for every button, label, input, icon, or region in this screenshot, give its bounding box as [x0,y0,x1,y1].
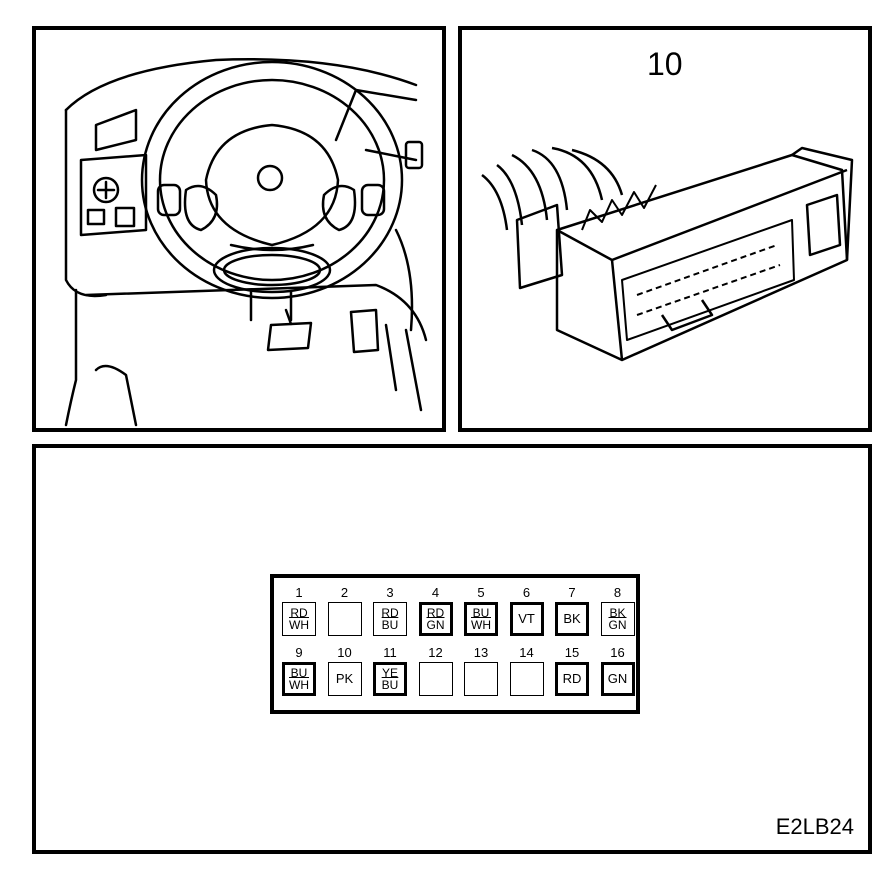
pin-wire-color [509,662,544,696]
figure-code: E2LB24 [775,814,854,839]
wire-color-code: BU [472,606,490,620]
wire-color-code: BU [290,666,308,680]
pin-number: 12 [428,645,443,660]
pin-wire-color [327,602,362,636]
pin-number: 15 [564,645,580,660]
wire-color-code: GN [608,618,627,632]
wire-color-code: RD [426,606,445,620]
pin-number: 5 [477,585,485,600]
wire-color-code: GN [607,671,628,686]
pin-wire-color: GN [600,662,635,696]
pin-number: 7 [568,585,576,600]
pin-wire-color [418,662,453,696]
pin-14: 14 [508,646,546,706]
connector-number: 10 [647,46,683,82]
pin-wire-color: RD [555,662,589,696]
pin-number: 1 [295,585,303,600]
pin-number: 3 [386,585,394,600]
wire-color-code: BK [609,606,626,620]
dashboard-view-panel [32,26,446,432]
pin-number: 11 [383,645,397,660]
wire-color-code: GN [426,618,445,632]
pin-wire-color: BK [555,602,589,636]
pin-number: 14 [519,645,534,660]
wire-color-code: BU [381,618,399,632]
wire-color-code: RD [290,606,308,620]
pin-number: 13 [473,645,489,660]
pin-2: 2 [326,586,364,646]
connector-illustration [481,146,854,362]
wire-color-code: YE [381,666,398,680]
pin-number: 8 [613,585,622,600]
pin-13: 13 [462,646,500,706]
pin-wire-color: PK [327,662,362,696]
wire-color-code: VT [518,611,535,626]
wire-color-code: RD [381,606,399,620]
pin-wire-color: VT [509,602,544,636]
wire-color-code: BU [381,678,399,692]
pin-number: 4 [431,585,440,600]
pin-number: 6 [522,585,531,600]
pin-number: 16 [610,645,625,660]
wire-color-code: BK [563,611,581,626]
dashboard-illustration [64,58,428,427]
pin-number: 9 [295,645,303,660]
connector-view-panel: 10 [458,26,872,432]
pin-12: 12 [417,646,455,706]
wire-color-code: WH [471,618,491,632]
wire-color-code: WH [289,618,309,632]
pin-number: 2 [340,585,349,600]
pin-wire-color [464,662,498,696]
wire-color-code: PK [335,671,354,686]
wire-color-code: WH [289,678,309,692]
pin-number: 10 [337,645,352,660]
wire-color-code: RD [562,671,582,686]
